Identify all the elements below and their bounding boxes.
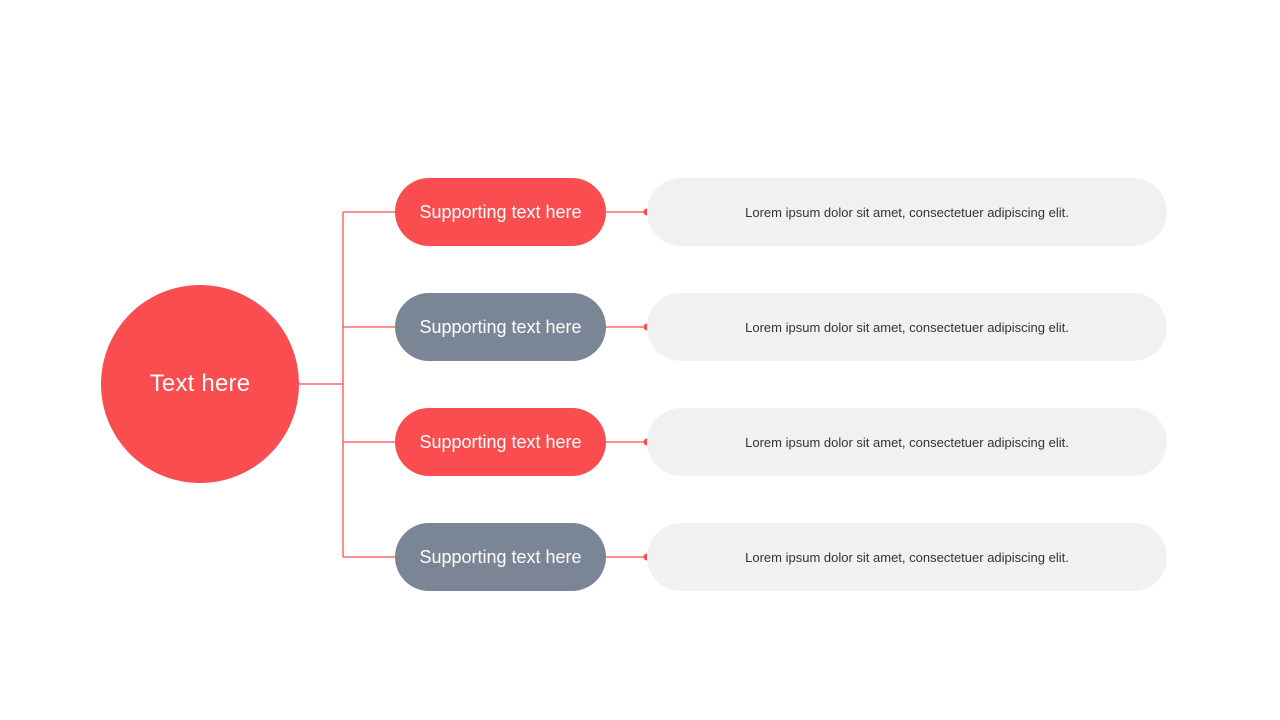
branch-description-4: Lorem ipsum dolor sit amet, consectetuer…	[745, 549, 1069, 565]
branch-description-box-2: Lorem ipsum dolor sit amet, consectetuer…	[647, 293, 1167, 361]
branch-description-1: Lorem ipsum dolor sit amet, consectetuer…	[745, 204, 1069, 220]
branch-label-1: Supporting text here	[419, 201, 582, 222]
root-node-label: Text here	[149, 370, 251, 397]
branch-row-2: Supporting text here Lorem ipsum dolor s…	[395, 293, 1167, 361]
branch-description-box-3: Lorem ipsum dolor sit amet, consectetuer…	[647, 408, 1167, 476]
branch-row-1: Supporting text here Lorem ipsum dolor s…	[395, 178, 1167, 246]
branch-pill-4: Supporting text here	[395, 523, 606, 591]
branch-description-2: Lorem ipsum dolor sit amet, consectetuer…	[745, 319, 1069, 335]
branch-label-2: Supporting text here	[419, 316, 582, 337]
branch-pill-1: Supporting text here	[395, 178, 606, 246]
root-node: Text here	[101, 285, 299, 483]
branch-pill-2: Supporting text here	[395, 293, 606, 361]
branch-pill-3: Supporting text here	[395, 408, 606, 476]
branch-description-3: Lorem ipsum dolor sit amet, consectetuer…	[745, 434, 1069, 450]
branch-description-box-4: Lorem ipsum dolor sit amet, consectetuer…	[647, 523, 1167, 591]
branch-label-3: Supporting text here	[419, 431, 582, 452]
branch-row-4: Supporting text here Lorem ipsum dolor s…	[395, 523, 1167, 591]
branch-row-3: Supporting text here Lorem ipsum dolor s…	[395, 408, 1167, 476]
branch-description-box-1: Lorem ipsum dolor sit amet, consectetuer…	[647, 178, 1167, 246]
branch-label-4: Supporting text here	[419, 546, 582, 567]
